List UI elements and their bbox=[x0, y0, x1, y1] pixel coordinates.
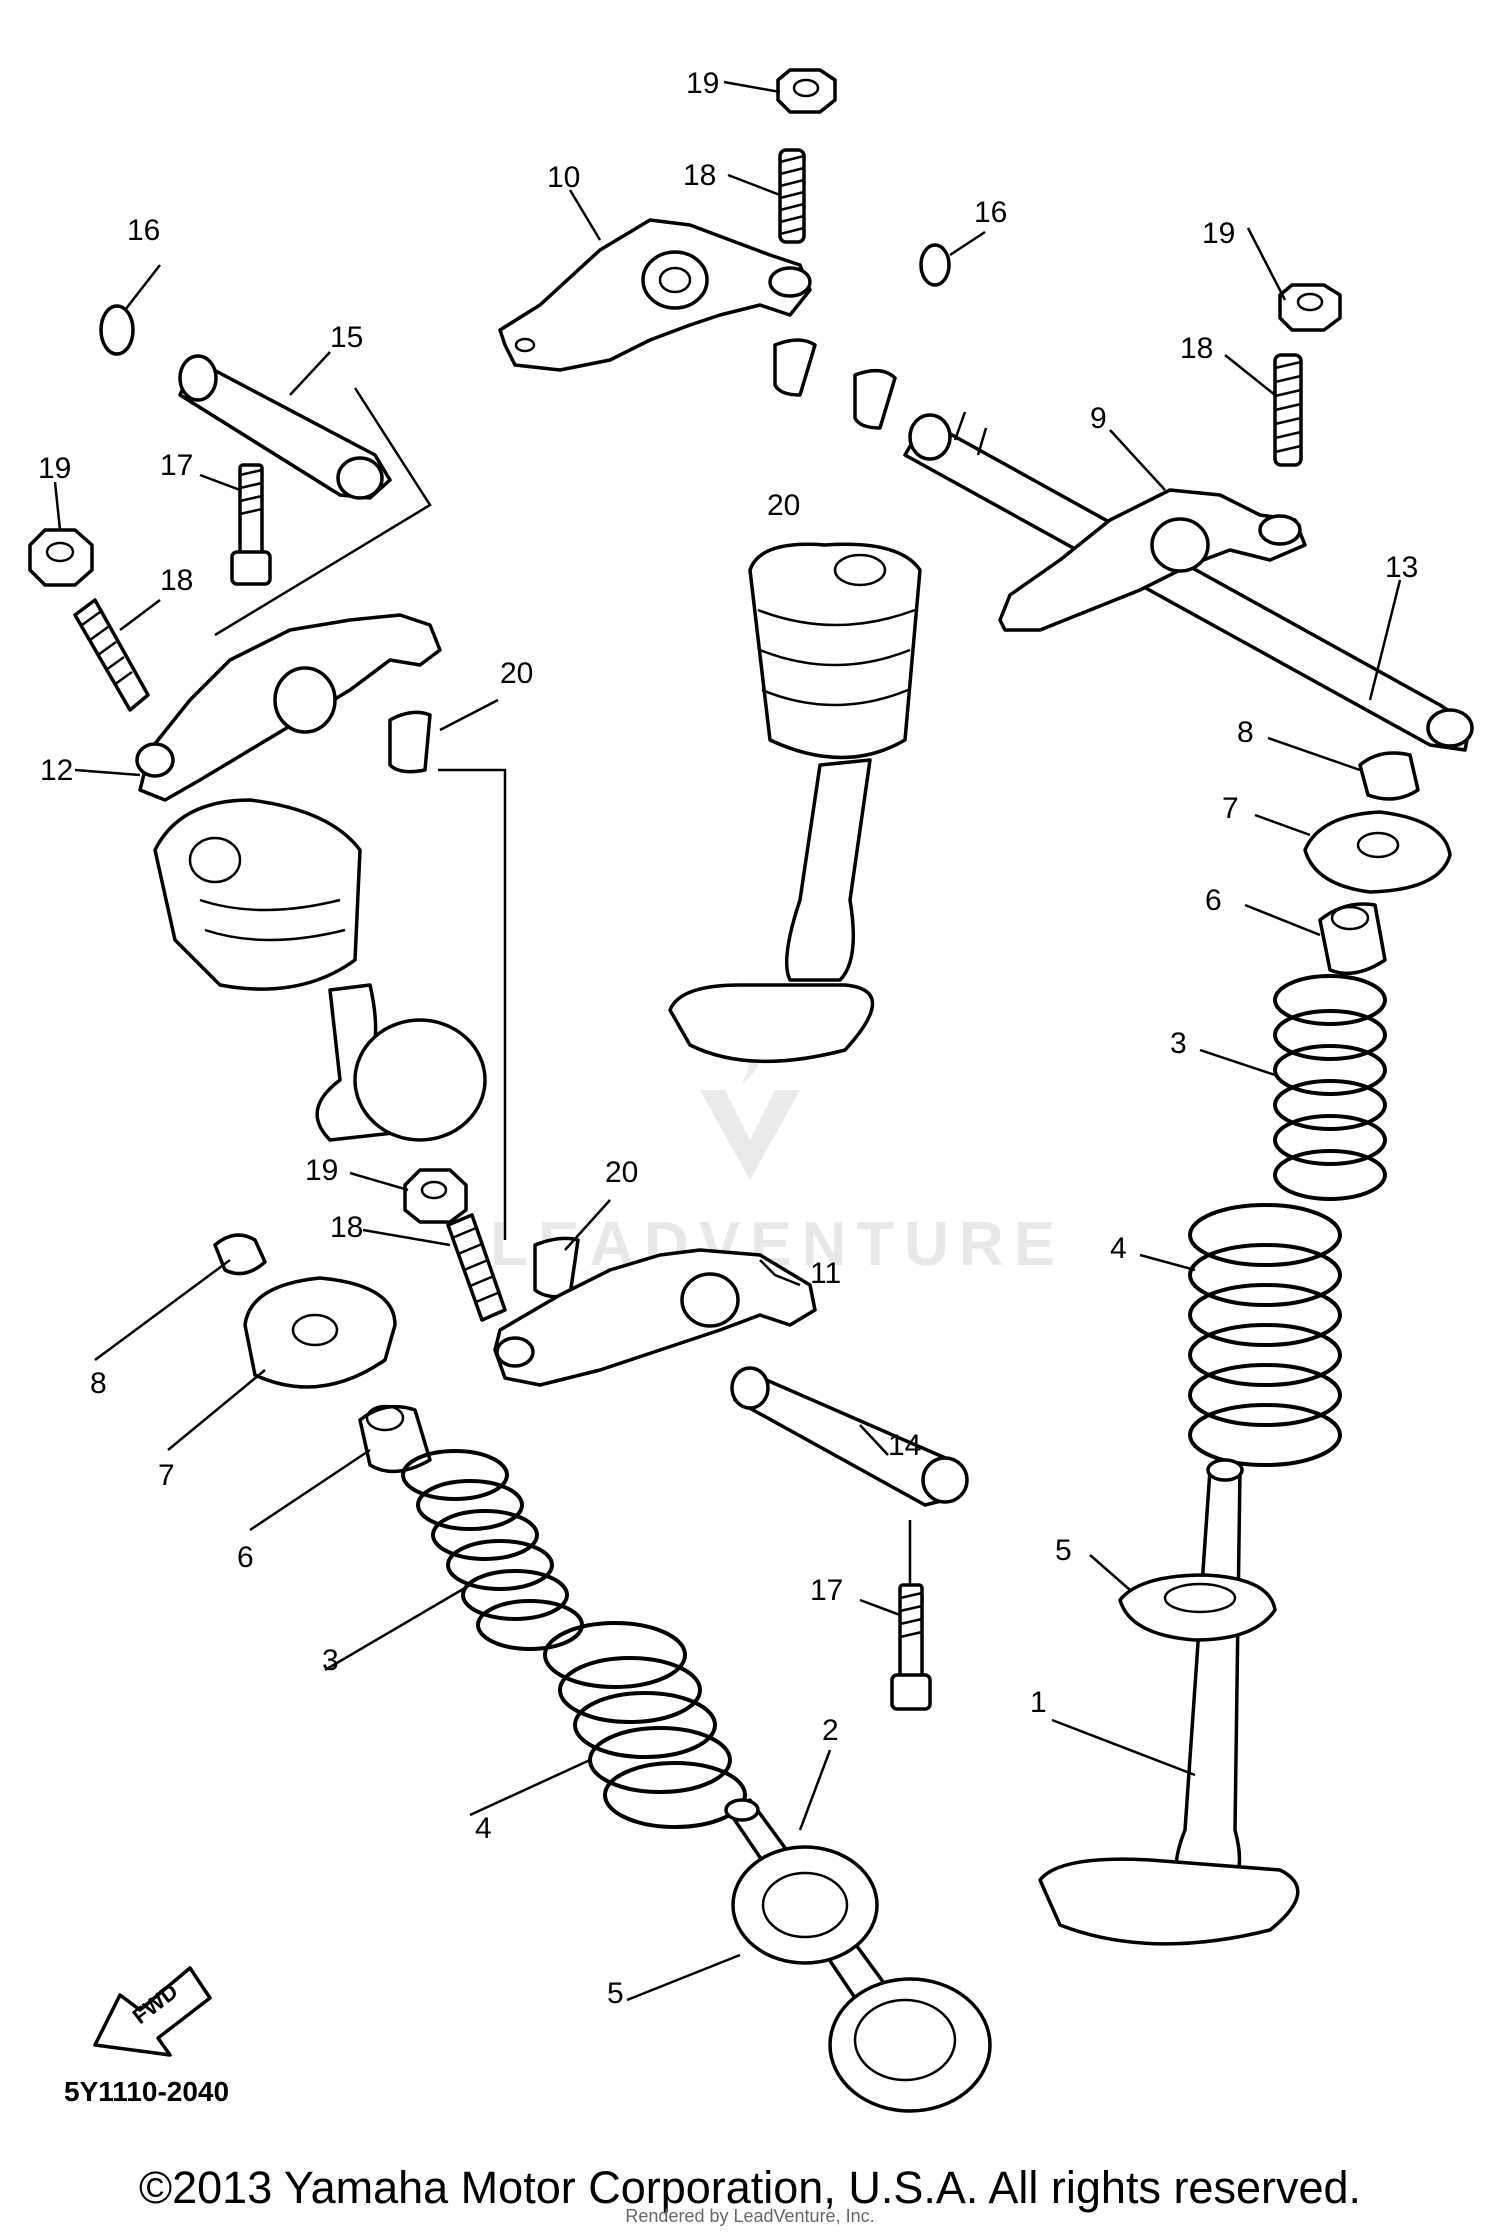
rocker-shaft-15 bbox=[178, 354, 392, 500]
spring-seat-5-left bbox=[731, 1845, 879, 1965]
rocker-arm-12 bbox=[135, 613, 442, 802]
label-16: 16 bbox=[974, 196, 1007, 229]
valve-tappet-upper-center bbox=[668, 542, 922, 1064]
o-ring-16-left bbox=[99, 304, 135, 356]
inner-spring-3-right bbox=[1273, 974, 1387, 1201]
washers-20-center bbox=[773, 338, 897, 430]
rocker-arm-11 bbox=[493, 1248, 817, 1387]
nut-19-lower bbox=[403, 1168, 468, 1224]
label-19: 19 bbox=[305, 1154, 338, 1187]
label-5: 5 bbox=[607, 1977, 624, 2010]
spring-retainer-7-left bbox=[243, 1276, 397, 1389]
label-1: 1 bbox=[1030, 1686, 1047, 1719]
label-2: 2 bbox=[822, 1714, 839, 1747]
label-6: 6 bbox=[1205, 884, 1222, 917]
label-13: 13 bbox=[1385, 551, 1418, 584]
bolt-17-upper-left bbox=[230, 463, 272, 586]
label-15: 15 bbox=[330, 321, 363, 354]
adjuster-screw-18-right bbox=[1273, 353, 1303, 467]
label-3: 3 bbox=[322, 1644, 339, 1677]
spring-seat-5-right bbox=[1118, 1573, 1277, 1642]
rocker-shaft-14 bbox=[730, 1366, 969, 1507]
valve-stem-seal-6-right bbox=[1318, 902, 1387, 976]
label-4: 4 bbox=[475, 1812, 492, 1845]
adjuster-screw-18-top-center bbox=[778, 148, 806, 244]
label-11: 11 bbox=[810, 1257, 841, 1290]
label-12: 12 bbox=[40, 754, 73, 787]
rocker-arm-10 bbox=[498, 218, 812, 372]
nut-19-right bbox=[1278, 283, 1342, 332]
label-8: 8 bbox=[1237, 716, 1254, 749]
spring-retainer-7-right bbox=[1303, 810, 1452, 894]
label-6: 6 bbox=[237, 1541, 254, 1574]
copyright-notice: ©2013 Yamaha Motor Corporation, U.S.A. A… bbox=[138, 2162, 1362, 2213]
label-19: 19 bbox=[686, 67, 719, 100]
adjuster-screw-18-left bbox=[73, 598, 150, 712]
nut-19-top-center bbox=[776, 68, 837, 114]
outer-spring-4-right bbox=[1188, 1203, 1342, 1467]
valve-stem-seal-6-left bbox=[358, 1404, 432, 1474]
part-number-labels: 19 18 10 16 19 18 9 20 13 8 7 6 3 4 5 1 … bbox=[38, 67, 1418, 2010]
rocker-arm-9 bbox=[998, 488, 1307, 632]
label-3: 3 bbox=[1170, 1027, 1187, 1060]
rocker-shaft-13 bbox=[903, 411, 1474, 752]
label-20: 20 bbox=[767, 489, 800, 522]
label-18: 18 bbox=[1180, 332, 1213, 365]
label-20: 20 bbox=[605, 1156, 638, 1189]
label-10: 10 bbox=[547, 161, 580, 194]
label-17: 17 bbox=[160, 449, 193, 482]
label-9: 9 bbox=[1090, 402, 1107, 435]
leader-lines bbox=[53, 80, 1402, 2002]
label-7: 7 bbox=[158, 1459, 175, 1492]
rendered-by-note: Rendered by LeadVenture, Inc. bbox=[625, 2206, 875, 2226]
label-19: 19 bbox=[38, 452, 71, 485]
cotter-8-right bbox=[1358, 751, 1420, 801]
nut-19-left bbox=[28, 528, 94, 587]
label-18: 18 bbox=[330, 1211, 363, 1244]
cotter-8-left bbox=[213, 1233, 267, 1276]
label-20: 20 bbox=[500, 657, 533, 690]
outer-spring-4-left bbox=[543, 1621, 747, 1829]
forward-direction-icon: FWD bbox=[93, 1966, 212, 2057]
o-ring-16-right bbox=[919, 243, 951, 287]
label-8: 8 bbox=[90, 1367, 107, 1400]
intake-valve-1 bbox=[1038, 1458, 1300, 1946]
label-17: 17 bbox=[810, 1574, 843, 1607]
label-18: 18 bbox=[160, 564, 193, 597]
label-19: 19 bbox=[1202, 217, 1235, 250]
inner-spring-3-left bbox=[401, 1449, 584, 1651]
label-16: 16 bbox=[127, 214, 160, 247]
label-18: 18 bbox=[683, 159, 716, 192]
adjuster-screw-18-lower bbox=[446, 1213, 507, 1322]
label-4: 4 bbox=[1110, 1232, 1127, 1265]
bolt-17-lower bbox=[890, 1583, 932, 1711]
washer-20-left bbox=[388, 710, 432, 774]
valve-tappet-left bbox=[153, 798, 487, 1142]
label-7: 7 bbox=[1222, 792, 1239, 825]
label-14: 14 bbox=[888, 1429, 921, 1462]
diagram-code: 5Y1110-2040 bbox=[64, 2076, 230, 2107]
label-5: 5 bbox=[1055, 1534, 1072, 1567]
